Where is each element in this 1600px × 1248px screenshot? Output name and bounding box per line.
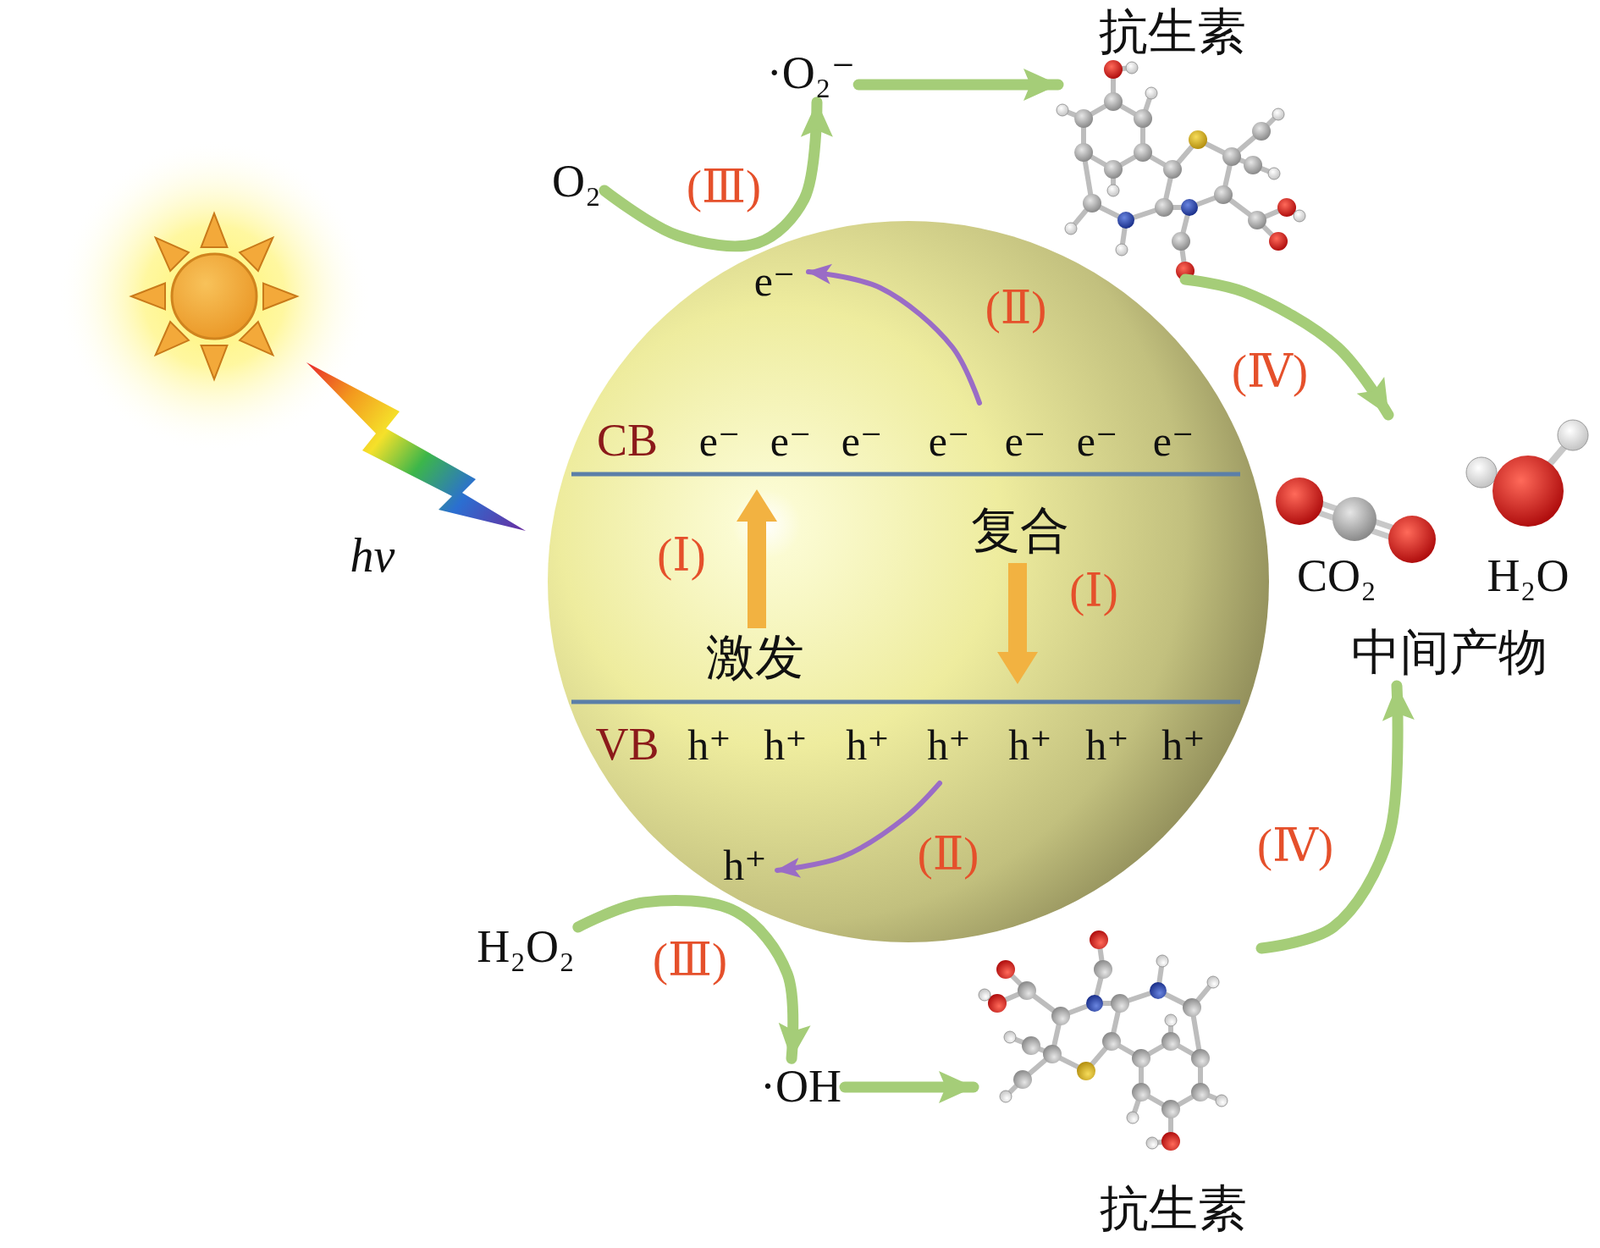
migration-arrow <box>808 271 980 403</box>
band-line <box>571 700 1241 705</box>
recombination-arrow <box>997 562 1038 685</box>
band-label: CB <box>596 415 658 466</box>
light-label: hv <box>350 529 396 583</box>
photocatalyst-sphere: CB 激发 复合 VB <box>546 219 1271 944</box>
step-number: (Ⅳ) <box>1257 821 1334 872</box>
antibiotic-label: 抗生素 <box>1099 1181 1247 1236</box>
hole-label: h⁺ <box>1008 722 1052 769</box>
hole-label: h⁺ <box>722 842 767 889</box>
process-label: 复合 <box>971 503 1070 558</box>
sun-glow <box>57 139 371 453</box>
reaction-arrow <box>578 900 794 1060</box>
antibiotic-node: 抗生素 <box>973 914 1262 1245</box>
product-label: CO₂ <box>1296 551 1377 602</box>
species-node: ·OH <box>756 1058 845 1115</box>
electron-label: e⁻ <box>1076 418 1119 465</box>
hole-label: h⁺ <box>845 722 889 769</box>
reaction-arrow <box>858 79 1059 91</box>
sun-ray <box>201 213 228 248</box>
electron-label: e⁻ <box>928 418 971 465</box>
product-label: 中间产物 <box>1351 625 1548 680</box>
excitation-arrow <box>736 489 778 629</box>
species-node: O₂ <box>548 153 605 210</box>
band-line <box>571 472 1241 477</box>
co2-molecule <box>1275 477 1436 563</box>
species-label: ·OH <box>760 1061 842 1112</box>
antibiotic-node: 抗生素 <box>1058 4 1292 280</box>
electron-label: e⁻ <box>770 418 812 465</box>
migration-arrow <box>777 783 940 871</box>
electron-label: e⁻ <box>841 418 883 465</box>
hole-label: h⁺ <box>1085 722 1129 769</box>
h2o-molecule <box>1466 419 1589 527</box>
species-label: O₂ <box>551 156 602 207</box>
antibiotic-molecule <box>1056 60 1306 281</box>
sun-ray <box>131 283 166 310</box>
band-label: VB <box>595 719 659 770</box>
step-number: (Ⅱ) <box>985 283 1048 334</box>
sun-rays <box>131 213 298 380</box>
product-label: H₂O <box>1487 551 1570 602</box>
antibiotic-label: 抗生素 <box>1098 5 1247 60</box>
species-label: ·O₂⁻ <box>766 48 856 99</box>
step-number: (Ⅳ) <box>1231 347 1308 398</box>
sun-ray <box>263 283 298 310</box>
hole-label: h⁺ <box>926 722 971 769</box>
sun-ray <box>201 345 228 380</box>
sphere-drawing <box>546 219 1271 944</box>
electron-label: e⁻ <box>699 418 741 465</box>
electron-label: e⁻ <box>754 258 796 305</box>
sun-disc <box>171 253 257 339</box>
electron-label: e⁻ <box>1153 418 1195 465</box>
step-number: (Ⅱ) <box>917 829 980 880</box>
step-number: (Ⅰ) <box>1069 566 1118 617</box>
step-number: (Ⅰ) <box>656 530 706 581</box>
antibiotic-molecule <box>978 930 1228 1151</box>
light-bolt <box>306 362 526 531</box>
hole-label: h⁺ <box>1161 722 1205 769</box>
species-label: H₂O₂ <box>476 921 575 972</box>
reaction-arrow <box>604 102 817 247</box>
species-node: H₂O₂ <box>473 918 579 976</box>
step-number: (Ⅲ) <box>652 935 728 986</box>
sphere-body <box>547 220 1269 943</box>
step-number: (Ⅲ) <box>686 162 762 213</box>
reaction-arrow <box>1261 685 1398 949</box>
product-node: CO₂ H₂O 中间产物 <box>1274 414 1596 686</box>
hole-label: h⁺ <box>687 722 731 769</box>
hole-label: h⁺ <box>763 722 807 769</box>
species-node: ·O₂⁻ <box>763 44 859 102</box>
reaction-arrow <box>844 1081 974 1093</box>
electron-label: e⁻ <box>1004 418 1047 465</box>
process-label: 激发 <box>706 630 805 685</box>
